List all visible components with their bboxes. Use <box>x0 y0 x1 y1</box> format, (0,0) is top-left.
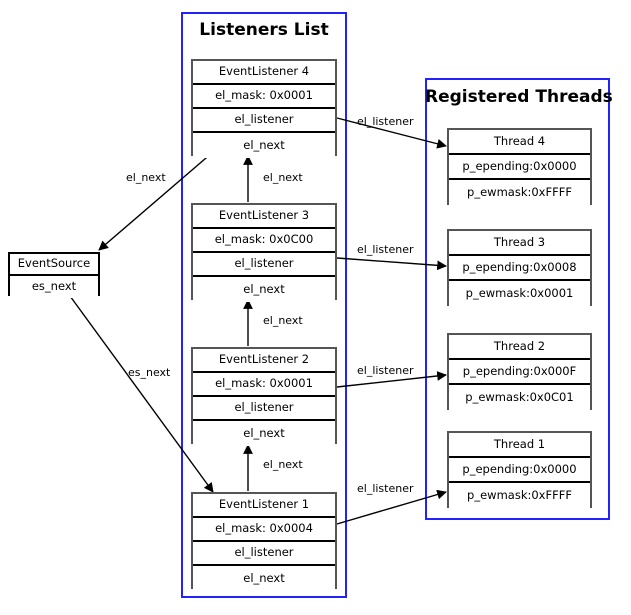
event-source-title: EventSource <box>10 254 98 276</box>
node-event-listener-4[interactable]: EventListener 4 el_mask: 0x0001 el_liste… <box>191 59 337 158</box>
thread-4-title: Thread 4 <box>449 130 590 155</box>
listener-4-mask: el_mask: 0x0001 <box>193 85 335 109</box>
node-event-listener-3[interactable]: EventListener 3 el_mask: 0x0C00 el_liste… <box>191 203 337 302</box>
edge-l1-to-thread1 <box>336 489 447 525</box>
listener-2-mask: el_mask: 0x0001 <box>193 373 335 397</box>
edge-l4-to-thread4 <box>336 117 447 149</box>
thread-3-ewmask: p_ewmask:0x0001 <box>449 281 590 306</box>
thread-1-epending: p_epending:0x0000 <box>449 458 590 483</box>
thread-3-title: Thread 3 <box>449 231 590 256</box>
edge-label-l2-to-l3: el_next <box>263 314 303 327</box>
listener-2-title: EventListener 2 <box>193 349 335 373</box>
listeners-list-title: Listeners List <box>199 20 329 40</box>
listener-4-el-listener: el_listener <box>193 109 335 133</box>
edge-label-l4-to-source: el_next <box>126 171 166 184</box>
event-source-es-next: es_next <box>10 276 98 298</box>
listener-3-el-listener: el_listener <box>193 253 335 277</box>
node-event-listener-1[interactable]: EventListener 1 el_mask: 0x0004 el_liste… <box>191 492 337 591</box>
node-event-listener-2[interactable]: EventListener 2 el_mask: 0x0001 el_liste… <box>191 347 337 446</box>
thread-2-title: Thread 2 <box>449 335 590 360</box>
edge-label-l4-to-thread4: el_listener <box>357 115 414 128</box>
thread-3-epending: p_epending:0x0008 <box>449 256 590 281</box>
listener-1-title: EventListener 1 <box>193 494 335 518</box>
thread-1-ewmask: p_ewmask:0xFFFF <box>449 483 590 508</box>
thread-2-ewmask: p_ewmask:0x0C01 <box>449 385 590 410</box>
listener-4-el-next: el_next <box>193 133 335 158</box>
listener-3-el-next: el_next <box>193 277 335 302</box>
edge-label-l3-to-l4: el_next <box>263 171 303 184</box>
listener-3-mask: el_mask: 0x0C00 <box>193 229 335 253</box>
edge-label-source-to-l1: es_next <box>128 366 171 379</box>
node-thread-1[interactable]: Thread 1 p_epending:0x0000 p_ewmask:0xFF… <box>447 431 592 508</box>
listener-4-title: EventListener 4 <box>193 61 335 85</box>
edge-label-l3-to-thread3: el_listener <box>357 243 414 256</box>
edge-l3-to-thread3 <box>336 257 447 271</box>
listener-3-title: EventListener 3 <box>193 205 335 229</box>
listener-2-el-listener: el_listener <box>193 397 335 421</box>
edge-label-l1-to-l2: el_next <box>263 458 303 471</box>
node-thread-3[interactable]: Thread 3 p_epending:0x0008 p_ewmask:0x00… <box>447 229 592 306</box>
listener-1-el-listener: el_listener <box>193 542 335 566</box>
node-thread-4[interactable]: Thread 4 p_epending:0x0000 p_ewmask:0xFF… <box>447 128 592 205</box>
registered-threads-container <box>425 78 610 520</box>
node-event-source[interactable]: EventSource es_next <box>8 252 100 298</box>
edge-label-l2-to-thread2: el_listener <box>357 364 414 377</box>
edge-l4-to-source <box>98 151 214 251</box>
listener-1-el-next: el_next <box>193 566 335 591</box>
node-thread-2[interactable]: Thread 2 p_epending:0x000F p_ewmask:0x0C… <box>447 333 592 410</box>
thread-1-title: Thread 1 <box>449 433 590 458</box>
edge-l2-to-thread2 <box>336 371 447 388</box>
registered-threads-title: Registered Threads <box>425 87 613 107</box>
edge-source-to-l1 <box>69 295 214 493</box>
listener-1-mask: el_mask: 0x0004 <box>193 518 335 542</box>
listeners-list-container <box>181 12 347 598</box>
thread-4-ewmask: p_ewmask:0xFFFF <box>449 180 590 205</box>
thread-2-epending: p_epending:0x000F <box>449 360 590 385</box>
edge-label-l1-to-thread1: el_listener <box>357 482 414 495</box>
thread-4-epending: p_epending:0x0000 <box>449 155 590 180</box>
listener-2-el-next: el_next <box>193 421 335 446</box>
